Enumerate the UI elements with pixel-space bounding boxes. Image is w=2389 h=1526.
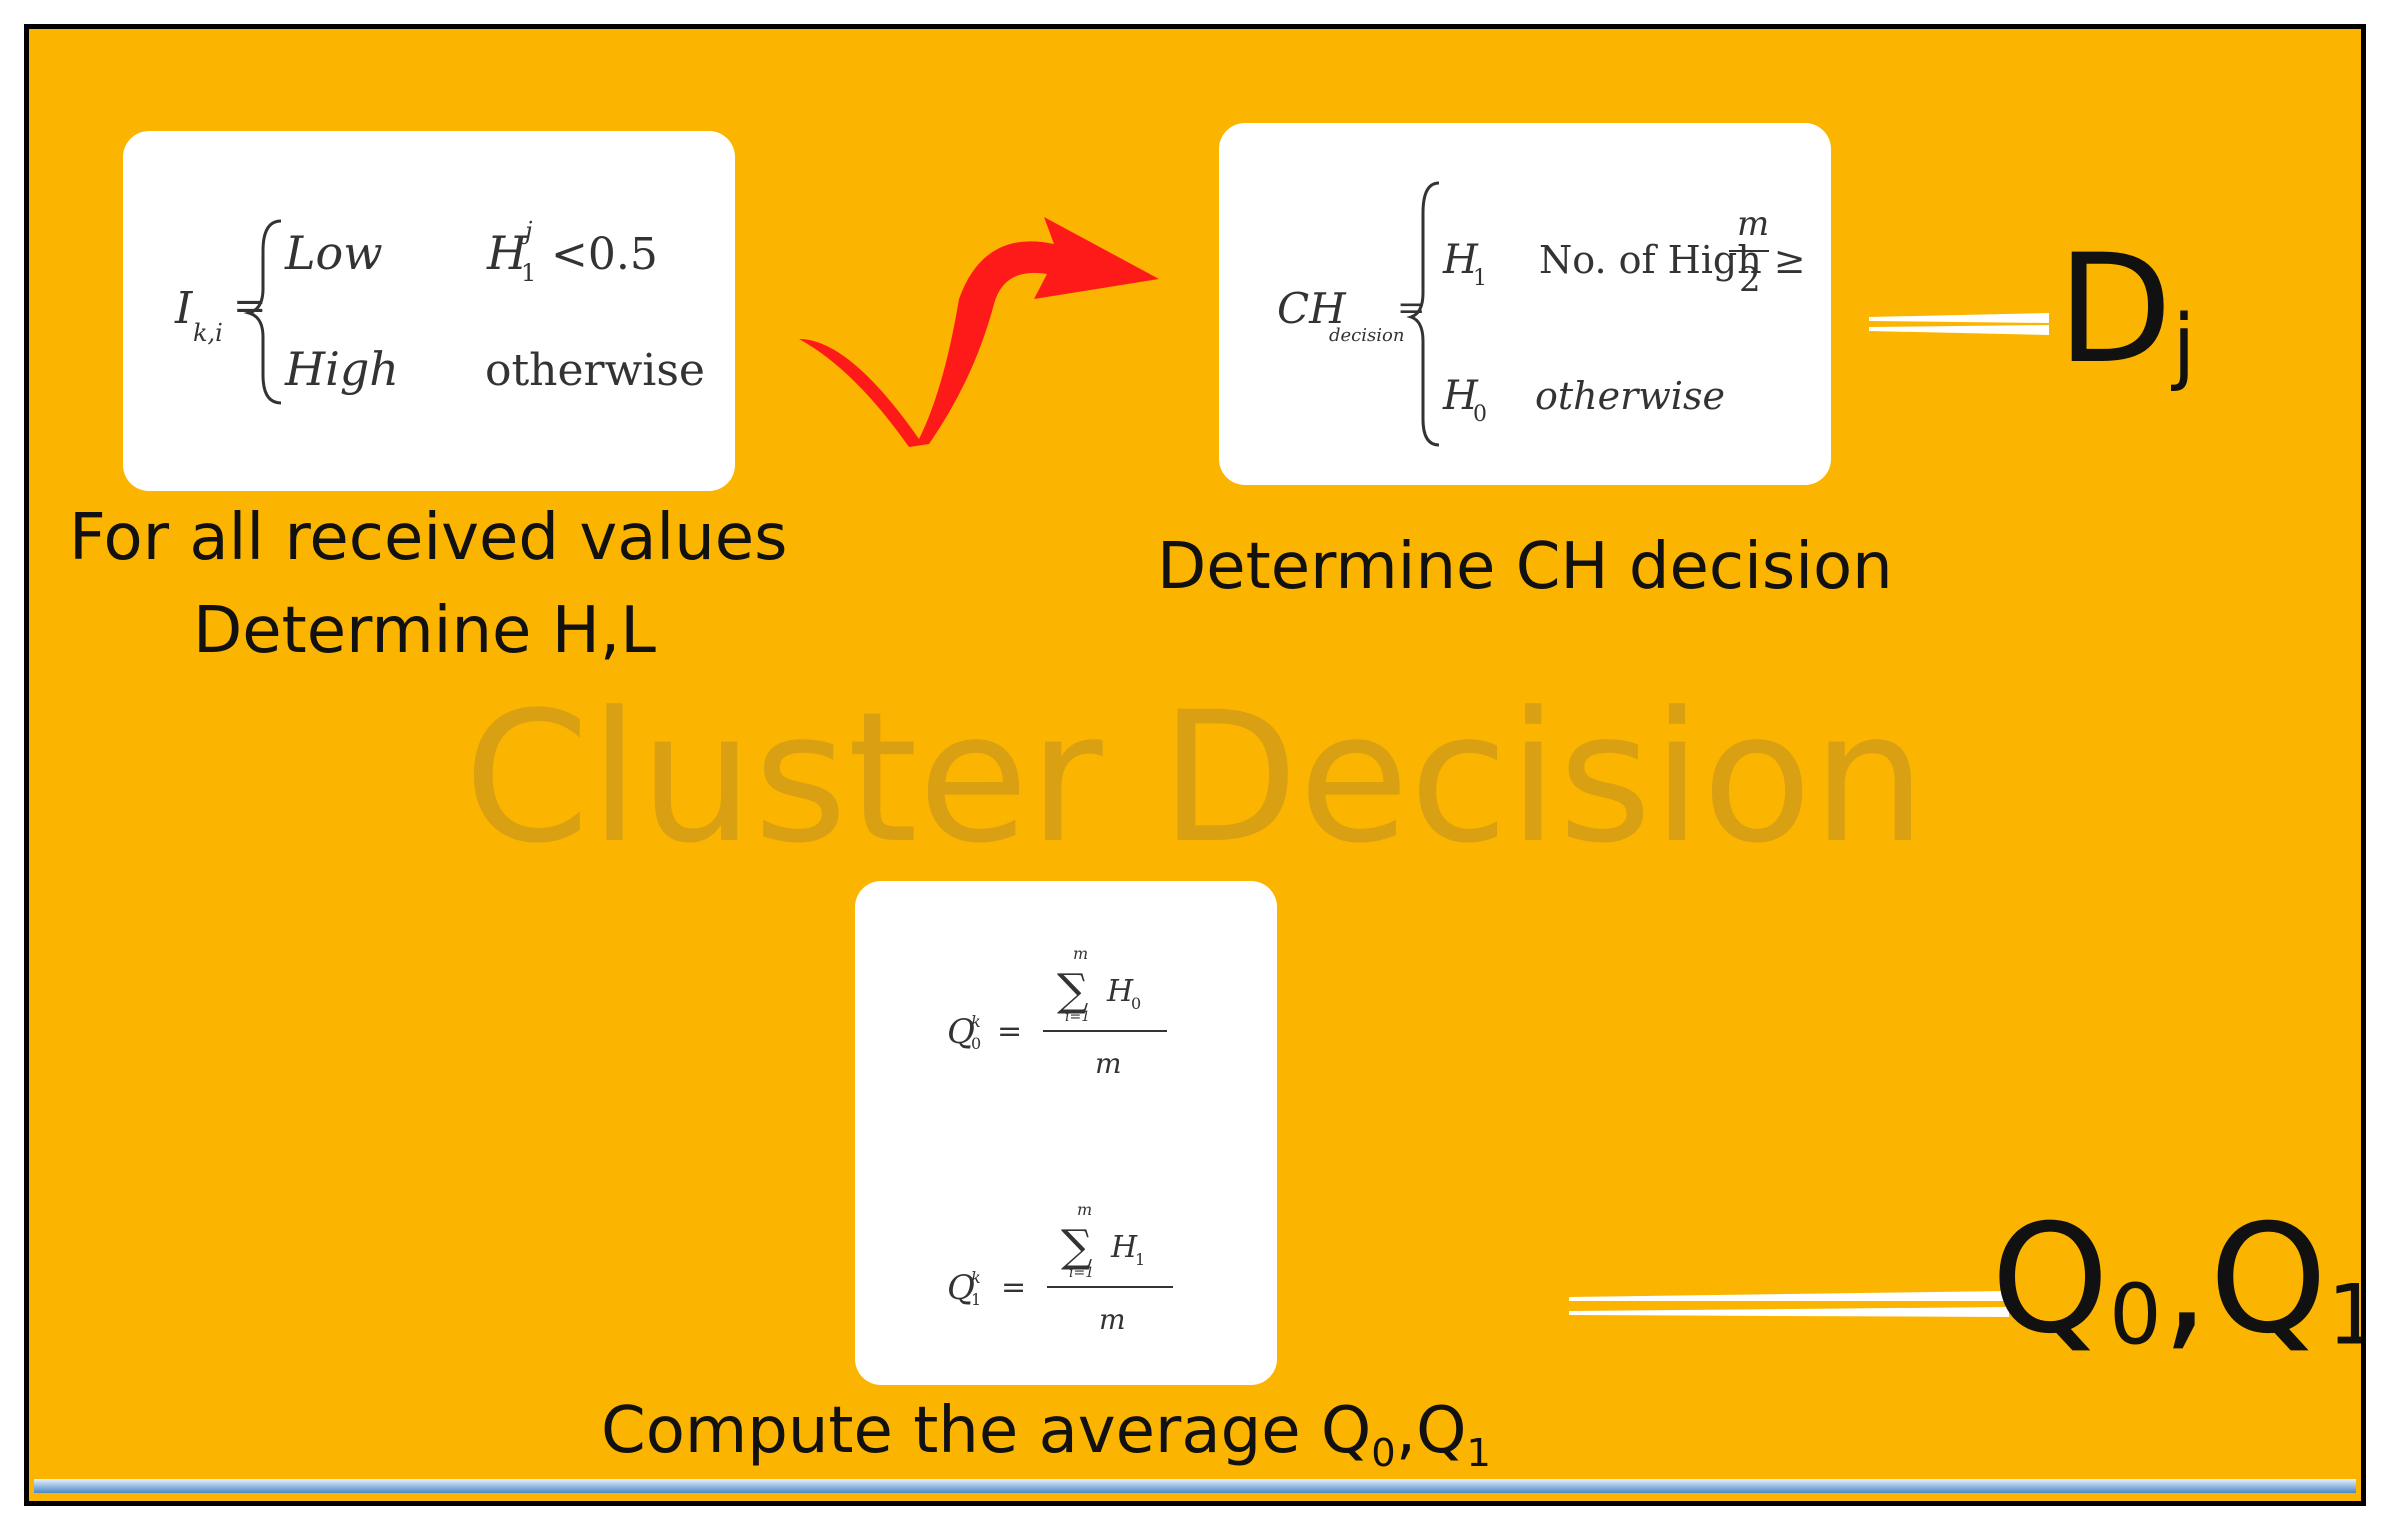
formula-low-high: I k,i = Low H j 1 <0.5 High otherwise <box>174 217 705 405</box>
ch-lhs-sub: decision <box>1329 325 1404 346</box>
ch-case2-value-sub: 0 <box>1473 402 1487 427</box>
q0-equals: = <box>997 1014 1022 1049</box>
formula-card-low-high: I k,i = Low H j 1 <0.5 High otherwise <box>123 131 735 491</box>
case2-value: High <box>284 342 399 396</box>
q1-sum-bottom: i=1 <box>1069 1265 1094 1281</box>
formula-card-average: Q k 0 = m ∑ i=1 H 0 m Q k 1 = m ∑ i=1 H … <box>855 881 1277 1385</box>
ch-case1-value-sub: 1 <box>1473 266 1487 291</box>
ch-case2-value: H <box>1442 373 1479 419</box>
step1-caption-line2: Determine H,L <box>193 594 656 668</box>
case1-threshold: <0.5 <box>551 229 658 280</box>
case2-condition: otherwise <box>485 345 705 396</box>
q1-lhs-sub: 1 <box>971 1290 981 1309</box>
q0-sum-top: m <box>1073 944 1088 963</box>
step3-caption: Compute the average Q0,Q1 <box>601 1394 1491 1476</box>
ch-fraction-den: 2 <box>1739 260 1761 300</box>
q1-sigma: ∑ <box>1061 1221 1092 1272</box>
case1-condition: H <box>486 226 528 280</box>
formula-average: Q k 0 = m ∑ i=1 H 0 m Q k 1 = m ∑ i=1 H … <box>947 944 1173 1336</box>
q1-denominator: m <box>1099 1303 1126 1336</box>
speed-lines-dj <box>1869 313 2049 335</box>
ch-case1-condition: No. of High ≥ <box>1539 238 1806 282</box>
q0-sigma: ∑ <box>1057 965 1088 1016</box>
formula-ch-decision: CH decision = H 1 No. of High ≥ m 2 H 0 … <box>1277 181 1806 447</box>
watermark-title: Cluster Decision <box>463 674 1927 883</box>
q0-term: H <box>1106 974 1134 1009</box>
q1-term-sub: 1 <box>1135 1250 1145 1269</box>
q0-lhs-sub: 0 <box>971 1034 981 1053</box>
ch-case2-condition: otherwise <box>1535 374 1725 418</box>
q1-lhs: Q <box>947 1268 975 1308</box>
bottom-bar <box>34 1479 2356 1493</box>
formula-brace <box>243 219 282 405</box>
q1-sum-top: m <box>1077 1200 1092 1219</box>
case1-value: Low <box>284 226 383 280</box>
step2-caption: Determine CH decision <box>1157 530 1893 604</box>
arrow-shape <box>799 217 1159 447</box>
step1-caption-line1: For all received values <box>69 501 788 575</box>
ch-lhs: CH <box>1277 284 1347 333</box>
ch-case1-value: H <box>1442 237 1479 283</box>
q0-sum-bottom: i=1 <box>1065 1009 1090 1025</box>
q0-lhs-sup: k <box>971 1012 981 1031</box>
diagram-frame: Cluster Decision I k,i = Low H j 1 <0.5 … <box>24 24 2366 1506</box>
ch-fraction-num: m <box>1737 204 1769 244</box>
q0-denominator: m <box>1095 1047 1122 1080</box>
output-label-q0-q1: Q0,Q1 <box>1991 1193 2361 1367</box>
q1-lhs-sup: k <box>971 1268 981 1287</box>
formula-card-ch-decision: CH decision = H 1 No. of High ≥ m 2 H 0 … <box>1219 123 1831 485</box>
case1-condition-sub: 1 <box>521 259 536 287</box>
curved-arrow <box>799 217 1159 447</box>
output-label-dj-sub: j <box>2172 297 2196 394</box>
q0-term-sub: 0 <box>1131 994 1141 1013</box>
speed-lines-q <box>1569 1291 2009 1317</box>
formula-lhs: I <box>174 283 194 334</box>
output-label-dj: Dj <box>2057 223 2196 397</box>
ch-brace <box>1406 181 1440 447</box>
q1-equals: = <box>1001 1270 1026 1305</box>
formula-lhs-sub: k,i <box>193 319 223 347</box>
q0-lhs: Q <box>947 1012 975 1052</box>
q1-term: H <box>1110 1230 1138 1265</box>
